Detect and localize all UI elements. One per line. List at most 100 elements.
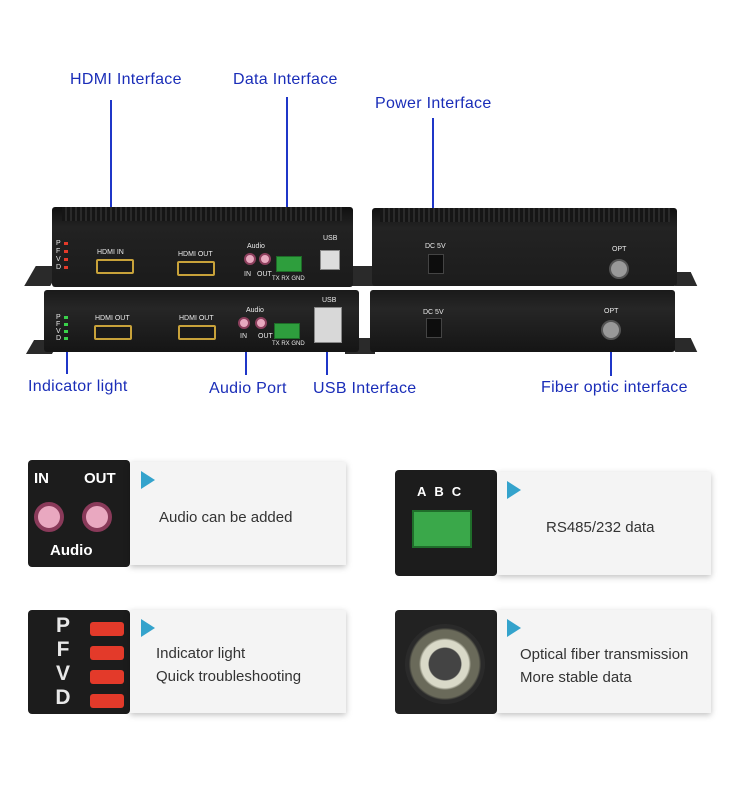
led-letter-column: P F V D <box>56 240 61 272</box>
led-green <box>64 337 68 340</box>
indicator-closeup-image: P F V D <box>28 610 130 714</box>
audio-in-label: IN <box>240 333 247 340</box>
dc-label: DC 5V <box>425 243 446 250</box>
fiber-leader-line <box>610 338 612 376</box>
opt-label: OPT <box>604 308 619 315</box>
audio-in-jack <box>34 502 64 532</box>
led-letter: V <box>56 328 61 335</box>
dc-power-jack <box>428 254 444 274</box>
usb-label: USB <box>322 297 337 304</box>
usb-b-port <box>320 250 340 270</box>
data-terminal-block <box>274 323 300 339</box>
indicator-light-label: Indicator light <box>28 378 128 395</box>
led-green <box>64 323 68 326</box>
device-fiber-receiver <box>370 290 675 352</box>
play-triangle-icon <box>141 471 155 489</box>
led-letter: P <box>56 314 61 321</box>
led-letter: F <box>56 248 61 255</box>
device-hdmi-receiver <box>44 290 359 352</box>
led-red <box>90 622 124 636</box>
audio-closeup-image: IN OUT Audio <box>28 460 130 567</box>
hdmi-in-port <box>96 259 134 274</box>
audio-label: Audio <box>246 307 264 314</box>
fiber-connector <box>405 624 485 704</box>
usb-label: USB <box>323 235 338 242</box>
led-red <box>64 266 68 269</box>
dc-label: DC 5V <box>423 309 444 316</box>
heatsink-fins <box>380 208 670 222</box>
pin-letter: C <box>451 484 470 499</box>
led-green <box>64 316 68 319</box>
indicator-letters: P F V D <box>54 614 72 710</box>
feature-card-data <box>497 472 711 575</box>
led-letter: D <box>56 264 62 271</box>
feature-card-audio <box>130 462 346 565</box>
led-red <box>90 670 124 684</box>
feature-line: Quick troubleshooting <box>156 668 302 685</box>
led-letter: V <box>56 256 61 263</box>
led-letter: F <box>56 321 61 328</box>
hdmi-interface-label: HDMI Interface <box>70 71 182 88</box>
indicator-letter: P <box>55 614 70 637</box>
feature-text: Indicator light Quick troubleshooting <box>156 642 301 688</box>
hdmi-leader-line <box>110 100 112 246</box>
audio-out-jack <box>255 317 267 329</box>
pin-letters: ABC <box>417 484 469 499</box>
audio-in-jack <box>244 253 256 265</box>
indicator-letter: F <box>56 638 70 661</box>
fiber-optic-port <box>601 320 621 340</box>
usb-a-double-port <box>314 307 342 343</box>
power-interface-label: Power Interface <box>375 95 492 112</box>
feature-line: Indicator light <box>156 645 246 662</box>
fiber-closeup-image <box>395 610 497 714</box>
fiber-optic-interface-label: Fiber optic interface <box>541 379 688 396</box>
feature-card-indicator <box>130 610 346 713</box>
data-pins-label: TX RX GND <box>272 276 305 282</box>
led-red <box>64 250 68 253</box>
data-pins-label: TX RX GND <box>272 341 305 347</box>
hdmi-out-label: HDMI OUT <box>179 315 214 322</box>
audio-leader-line <box>245 333 247 375</box>
audio-out-label: OUT <box>257 271 272 278</box>
feature-text: Audio can be added <box>159 509 293 526</box>
hdmi-out-port <box>178 325 216 340</box>
feature-text: Optical fiber transmission More stable d… <box>520 643 688 689</box>
led-red <box>64 258 68 261</box>
play-triangle-icon <box>141 619 155 637</box>
led-red <box>90 694 124 708</box>
audio-in-jack <box>238 317 250 329</box>
indicator-leader-line <box>66 340 68 374</box>
data-interface-label: Data Interface <box>233 71 338 88</box>
indicator-letter: V <box>55 662 70 685</box>
audio-out-jack <box>259 253 271 265</box>
fiber-optic-port <box>609 259 629 279</box>
led-red <box>64 242 68 245</box>
audio-out-label: OUT <box>258 333 273 340</box>
hdmi-in-label: HDMI IN <box>97 249 124 256</box>
heatsink-fins <box>62 207 342 221</box>
audio-text: Audio <box>50 542 93 559</box>
dc-power-jack <box>426 318 442 338</box>
hdmi-out-label: HDMI OUT <box>95 315 130 322</box>
in-text: IN <box>34 470 49 487</box>
out-text: OUT <box>84 470 116 487</box>
led-letter: D <box>56 335 62 342</box>
led-letter: P <box>56 240 61 247</box>
audio-label: Audio <box>247 243 265 250</box>
green-terminal-block <box>412 510 472 548</box>
data-terminal-block <box>276 256 302 272</box>
led-red <box>90 646 124 660</box>
audio-port-label: Audio Port <box>209 380 287 397</box>
hdmi-out-label: HDMI OUT <box>178 251 213 258</box>
usb-leader-line <box>326 333 328 375</box>
feature-line: More stable data <box>520 669 632 686</box>
hdmi-out-port <box>94 325 132 340</box>
audio-out-jack <box>82 502 112 532</box>
led-green <box>64 330 68 333</box>
audio-in-label: IN <box>244 271 251 278</box>
pin-letter: A <box>417 484 435 499</box>
feature-card-fiber <box>497 610 711 713</box>
led-letter-column: P F V D <box>56 314 61 342</box>
data-leader-line <box>286 97 288 254</box>
feature-line: Optical fiber transmission <box>520 646 689 663</box>
